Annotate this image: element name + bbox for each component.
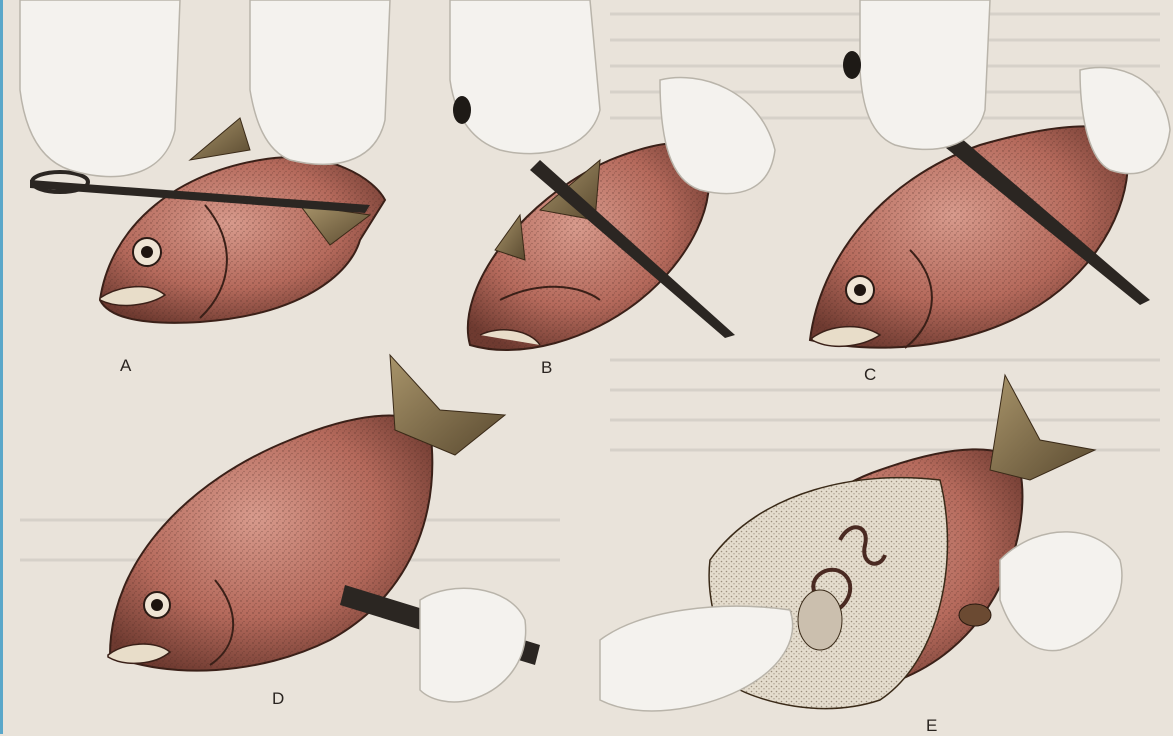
panel-c	[810, 0, 1170, 348]
panel-d	[108, 355, 540, 702]
hand-e-right	[1000, 532, 1122, 651]
panel-label-a: A	[120, 356, 131, 376]
panel-e	[600, 375, 1122, 711]
panel-label-c: C	[864, 365, 876, 385]
hand-a-right	[250, 0, 390, 164]
panel-a	[20, 0, 390, 323]
hand-c-left	[860, 0, 990, 149]
fish-a-fin	[190, 118, 250, 160]
hand-a-left	[20, 0, 180, 177]
fish-e-removed-organ	[959, 604, 991, 626]
panel-label-d: D	[272, 689, 284, 709]
hand-d	[420, 588, 526, 702]
hand-b-left	[450, 0, 600, 154]
panel-b	[450, 0, 775, 350]
panel-label-b: B	[541, 358, 552, 378]
panel-label-e: E	[926, 716, 937, 736]
